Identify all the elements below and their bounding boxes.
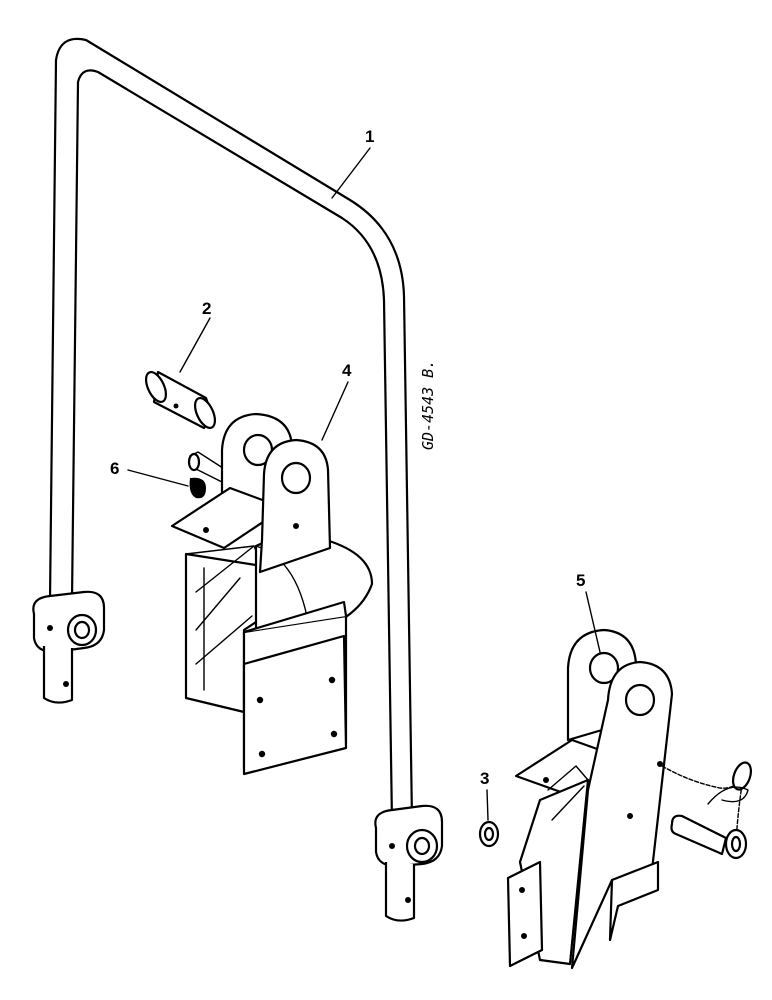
callout-1: 1 <box>365 127 374 146</box>
callout-3: 3 <box>480 769 489 788</box>
leader-2 <box>179 317 211 373</box>
part-1-tube-frame <box>32 37 444 922</box>
part-4-bracket <box>170 412 374 776</box>
part-2-pin <box>144 370 217 430</box>
leader-5 <box>585 591 601 653</box>
leader-1 <box>331 147 371 199</box>
left-tube-collar <box>32 590 106 704</box>
callout-6: 6 <box>110 459 119 478</box>
leader-3 <box>486 789 489 821</box>
part-3-washer <box>478 820 500 848</box>
drawing-reference: GD-4543 B. <box>419 360 437 450</box>
leader-lines <box>127 147 601 821</box>
right-tube-collar <box>374 804 444 922</box>
part-5-bracket <box>506 628 753 970</box>
callout-4: 4 <box>342 361 352 380</box>
callout-2: 2 <box>202 299 211 318</box>
callout-5: 5 <box>576 571 585 590</box>
part-6-lock-pin <box>187 451 227 499</box>
leader-4 <box>321 381 349 441</box>
leader-6 <box>127 469 189 487</box>
